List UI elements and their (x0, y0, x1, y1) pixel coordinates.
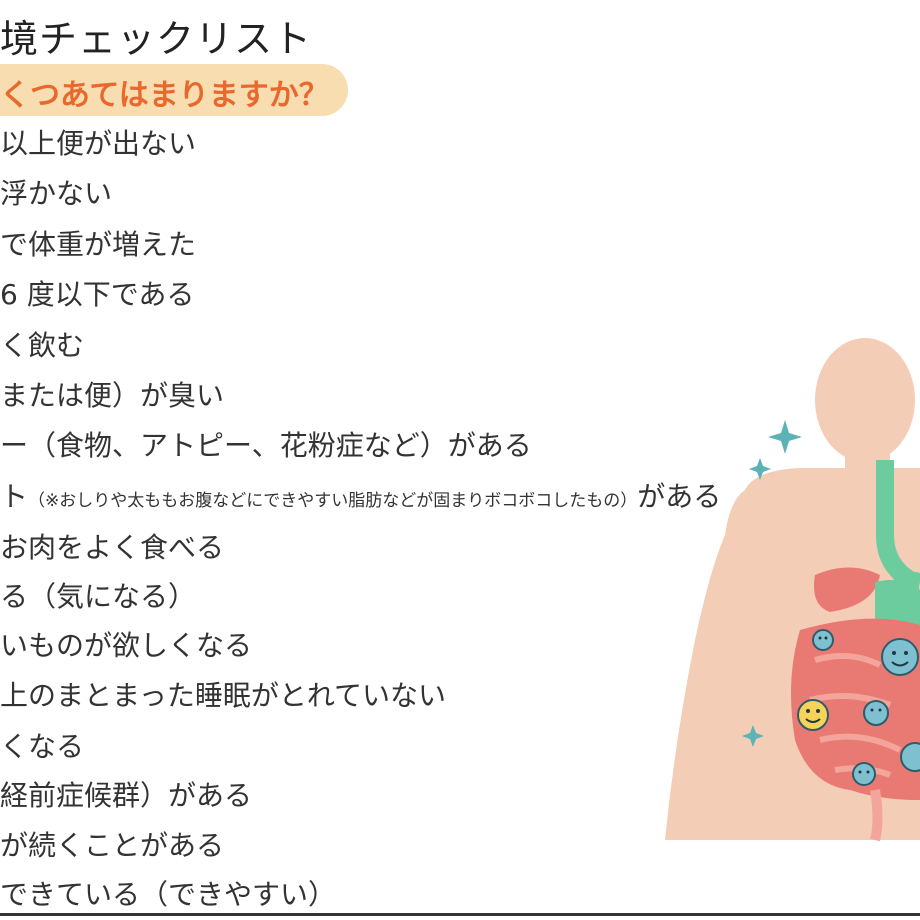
bacteria-icon (900, 742, 920, 772)
bacteria-icon (812, 629, 834, 651)
checklist-item: 経前症候群）がある (0, 779, 253, 812)
human-body-gut-bacteria-illustration (665, 338, 920, 842)
page-subtitle: くつあてはまりますか？ (0, 78, 329, 113)
checklist-item: 6 度以下である (0, 278, 195, 311)
checklist-item-note: （※おしりや太ももお腹などにできやすい脂肪などが固まりボコボコしたもの） (28, 491, 638, 511)
checklist-item: 以上便が出ない (0, 127, 197, 160)
checklist-item: できている（できやすい） (0, 878, 337, 911)
sparkle-icon (749, 458, 771, 480)
checklist-item: く飲む (0, 329, 85, 362)
checklist-item: お肉をよく食べる (0, 531, 225, 564)
subtitle-pill (0, 64, 348, 116)
bacteria-icon (797, 699, 829, 731)
bacteria-icon (863, 700, 889, 726)
esophagus-shape (876, 460, 920, 591)
checklist-item: くなる (0, 730, 85, 763)
bacteria-icon (881, 638, 919, 676)
checklist-item: が続くことがある (0, 829, 225, 862)
bottom-divider (0, 913, 920, 916)
checklist-item: 上のまとまった睡眠がとれていない (0, 679, 447, 712)
checklist-item: いものが欲しくなる (0, 629, 253, 662)
checklist-item: ー（食物、アトピー、花粉症など）がある (0, 429, 532, 462)
sparkle-icon (742, 725, 764, 747)
checklist-item: または便）が臭い (0, 379, 225, 412)
sparkle-icon (768, 420, 802, 454)
bacteria-icon (852, 762, 876, 786)
checklist-item: で体重が増えた (0, 228, 197, 261)
checklist-item: る（気になる） (0, 580, 197, 613)
checklist-item: 浮かない (0, 177, 113, 210)
checklist-item: ト（※おしりや太ももお腹などにできやすい脂肪などが固まりボコボコしたもの）がある (0, 480, 722, 513)
liver-shape (814, 567, 880, 612)
page-title: 境チェックリスト (0, 17, 313, 61)
